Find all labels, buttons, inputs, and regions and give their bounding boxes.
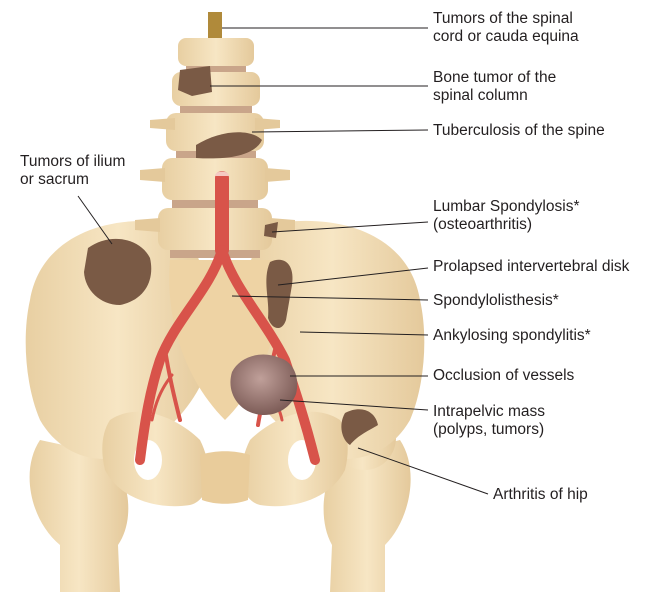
label-tumors-ilium-sacrum: Tumors of ilium or sacrum — [20, 153, 125, 189]
label-lumbar-spondylosis: Lumbar Spondylosis* (osteoarthritis) — [433, 198, 579, 234]
label-spondylolisthesis: Spondylolisthesis* — [433, 292, 559, 310]
label-spinal-cord-tumors: Tumors of the spinal cord or cauda equin… — [433, 10, 579, 46]
label-arthritis-hip: Arthritis of hip — [493, 486, 588, 504]
label-tuberculosis-spine: Tuberculosis of the spine — [433, 122, 605, 140]
label-ankylosing-spondylitis: Ankylosing spondylitis* — [433, 327, 591, 345]
label-intrapelvic-mass: Intrapelvic mass (polyps, tumors) — [433, 403, 545, 439]
label-prolapsed-disk: Prolapsed intervertebral disk — [433, 258, 629, 276]
spinal-cord — [208, 12, 222, 38]
intrapelvic-mass — [230, 354, 297, 415]
label-occlusion-vessels: Occlusion of vessels — [433, 367, 574, 385]
label-bone-tumor-spine: Bone tumor of the spinal column — [433, 69, 556, 105]
